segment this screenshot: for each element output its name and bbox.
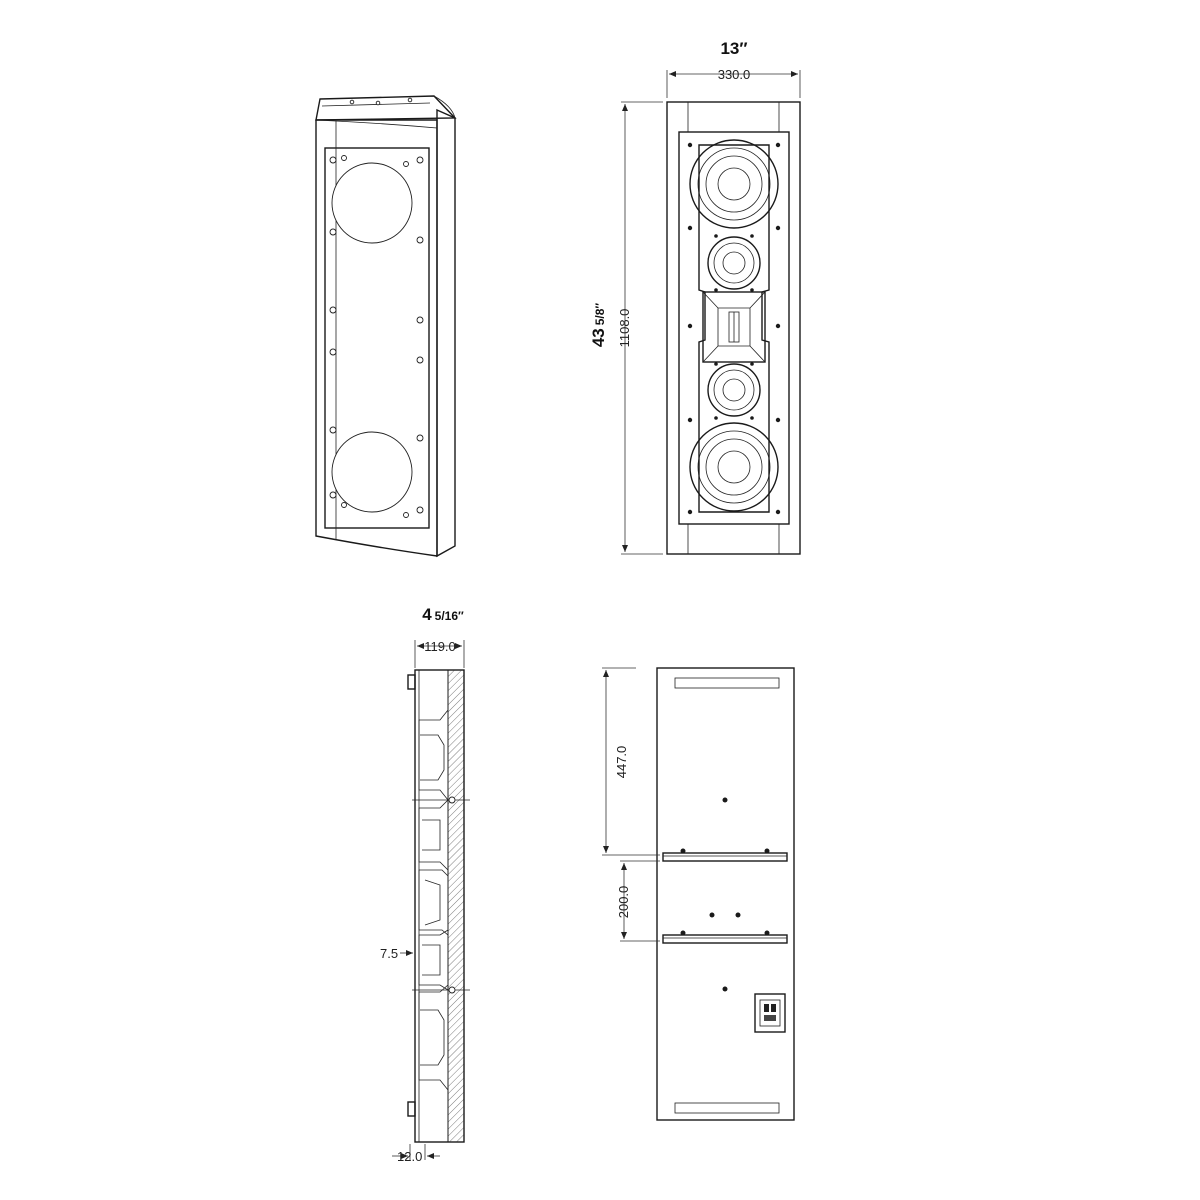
speaker-terminal (754, 993, 786, 1033)
bracket-spacing-mm-label: 200.0 (616, 886, 631, 919)
isometric-view (315, 95, 457, 558)
front-view (621, 70, 801, 555)
flange-mm-label: 7.5 (380, 946, 398, 961)
side-drivers (412, 708, 470, 1092)
side-section-view (392, 640, 470, 1160)
baffle-mm-label: 12.0 (397, 1149, 422, 1164)
width-mm-label: 330.0 (718, 67, 751, 82)
depth-mm-label: 119.0 (424, 639, 456, 654)
height-mm-label: 1108.0 (617, 309, 632, 348)
rear-view (602, 667, 795, 1121)
isometric-screw-holes (329, 97, 424, 518)
height-inches-label: 435/8″ (589, 303, 608, 348)
top-to-bracket-mm-label: 447.0 (614, 746, 629, 779)
front-screws (687, 142, 781, 515)
mounting-brackets (662, 848, 788, 944)
width-inches-label: 13″ (720, 39, 747, 58)
